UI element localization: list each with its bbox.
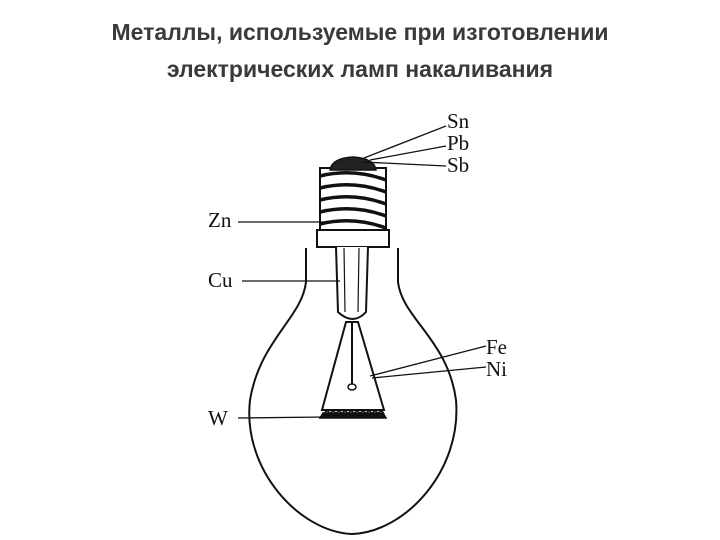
label-sb: Sb bbox=[447, 153, 469, 177]
label-ni: Ni bbox=[486, 357, 507, 381]
label-zn: Zn bbox=[208, 208, 232, 232]
leader-fe bbox=[369, 345, 487, 377]
neck-collar bbox=[316, 229, 390, 248]
leader-sb bbox=[361, 161, 447, 167]
screw-cap bbox=[319, 167, 387, 231]
base-contact bbox=[329, 156, 377, 171]
label-pb: Pb bbox=[447, 131, 469, 155]
leader-sn bbox=[363, 125, 447, 159]
title-line-2: электрических ламп накаливания bbox=[166, 56, 554, 82]
leader-ni bbox=[371, 366, 487, 379]
glass-stem bbox=[335, 246, 369, 320]
glass-bulb bbox=[248, 248, 458, 536]
title-line-1: Металлы, используемые при изготовлении bbox=[111, 19, 609, 45]
stem-lead-right bbox=[357, 247, 360, 313]
rod-end bbox=[347, 383, 357, 391]
filament-coil bbox=[323, 410, 385, 416]
page-title: Металлы, используемые при изготовлении э… bbox=[0, 14, 720, 88]
label-fe: Fe bbox=[486, 335, 507, 359]
label-sn: Sn bbox=[447, 109, 470, 133]
leader-w bbox=[237, 416, 327, 419]
label-cu: Cu bbox=[208, 268, 233, 292]
leader-pb bbox=[369, 145, 447, 161]
label-w: W bbox=[208, 406, 228, 430]
stem-lead-left bbox=[343, 247, 346, 313]
lead-wires bbox=[320, 321, 386, 411]
